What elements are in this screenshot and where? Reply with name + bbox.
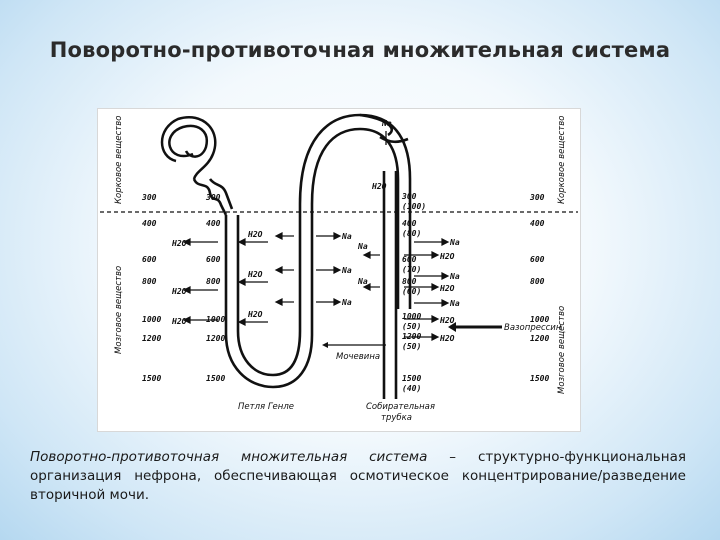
h2o-label-10: H2O (439, 334, 455, 343)
collecting-duct-value-8: 1000 (402, 312, 421, 321)
h2o-label-6: H2O (247, 310, 263, 319)
h2o-label-8: H2O (439, 284, 455, 293)
left-scale-value-0: 300 (141, 193, 157, 202)
h2o-label-1: H2O (171, 239, 187, 248)
h2o-label-3: H2O (171, 317, 187, 326)
right-scale-value-5: 1200 (530, 334, 549, 343)
right-osmolarity-scale: 300 400 600 800 1000 1200 1500 (529, 193, 549, 383)
h2o-label-2: H2O (171, 287, 187, 296)
desc-limb-value-5: 1200 (206, 334, 225, 343)
desc-limb-value-1: 400 (206, 219, 221, 228)
right-scale-value-6: 1500 (530, 374, 549, 383)
caption: Поворотно-противоточная множительная сис… (30, 448, 686, 505)
medulla-right-label: Мозговое вещество (557, 306, 567, 394)
collecting-duct-value-2: 400 (402, 219, 417, 228)
h2o-label-4: H2O (247, 230, 263, 239)
urea-arrow (322, 342, 386, 348)
desc-limb-value-2: 600 (206, 255, 221, 264)
left-scale-value-2: 600 (142, 255, 157, 264)
sodium-arrows (274, 232, 450, 307)
left-scale-value-3: 800 (142, 277, 157, 286)
collecting-duct-value-9: (50) (402, 322, 421, 331)
left-scale-value-1: 400 (142, 219, 157, 228)
right-scale-value-3: 800 (530, 277, 545, 286)
h2o-label-7: H2O (439, 252, 455, 261)
desc-limb-value-0: 300 (205, 193, 221, 202)
glomerulus (160, 116, 217, 180)
cortex-right-label: Корковое вещество (557, 116, 567, 204)
medulla-left-label: Мозговое вещество (114, 266, 124, 354)
na-label-8: Na (357, 277, 368, 286)
h2o-label-5: H2O (247, 270, 263, 279)
left-scale-value-5: 1200 (142, 334, 161, 343)
urea-label: Мочевина (336, 352, 380, 362)
collecting-duct-value-4: 600 (402, 255, 417, 264)
left-scale-value-6: 1500 (142, 374, 161, 383)
cortex-left-label: Корковое вещество (114, 116, 124, 204)
right-scale-value-1: 400 (530, 219, 545, 228)
collecting-duct-label-2: трубка (381, 413, 412, 423)
desc-limb-value-3: 800 (206, 277, 221, 286)
collecting-duct-values: 300(100)400(80)600(70)800(60)1000(50)120… (401, 192, 426, 393)
collecting-duct-value-1: (100) (402, 202, 426, 211)
water-arrows-duct (362, 251, 440, 341)
right-scale-value-4: 1000 (530, 315, 549, 324)
na-label-5: Na (449, 272, 460, 281)
h2o-label-9: H2O (439, 316, 455, 325)
na-label-7: Na (357, 242, 368, 251)
collecting-duct-value-12: 1500 (402, 374, 421, 383)
right-scale-value-2: 600 (530, 255, 545, 264)
slide-title: Поворотно-противоточная множительная сис… (49, 38, 671, 62)
diagram-svg: Na Корковое вещество Мозговое вещество К… (100, 113, 578, 423)
na-label-2: Na (341, 266, 352, 275)
collecting-duct-value-6: 800 (402, 277, 417, 286)
left-osmolarity-scale: 300 400 600 800 1000 1200 1500 (141, 193, 161, 383)
collecting-duct-value-11: (50) (402, 342, 421, 351)
na-label-3: Na (341, 298, 352, 307)
countercurrent-diagram: Na Корковое вещество Мозговое вещество К… (97, 108, 581, 432)
vasopressin-label: Вазопрессин (504, 323, 562, 333)
desc-limb-value-6: 1500 (206, 374, 225, 383)
collecting-duct-value-3: (80) (402, 229, 421, 238)
left-scale-value-4: 1000 (142, 315, 161, 324)
caption-lead: Поворотно-противоточная множительная сис… (30, 449, 428, 465)
na-label-1: Na (341, 232, 352, 241)
collecting-duct-value-5: (70) (402, 265, 421, 274)
collecting-duct-value-0: 300 (401, 192, 417, 201)
loop-of-henle-label: Петля Генле (238, 402, 294, 412)
collecting-duct-value-13: (40) (402, 384, 421, 393)
vasopressin-arrow (448, 322, 502, 332)
caption-rest: – структурно-функциональная организация … (30, 449, 686, 503)
right-scale-value-0: 300 (529, 193, 545, 202)
collecting-duct-label-1: Собирательная (366, 402, 435, 412)
nephron-tubule (192, 113, 412, 399)
na-top-label: Na (381, 119, 392, 128)
na-label-4: Na (449, 238, 460, 247)
h2o-label-11: H2O (371, 182, 387, 191)
water-arrows-left (182, 238, 268, 326)
na-label-6: Na (449, 299, 460, 308)
collecting-duct-value-7: (60) (402, 287, 421, 296)
